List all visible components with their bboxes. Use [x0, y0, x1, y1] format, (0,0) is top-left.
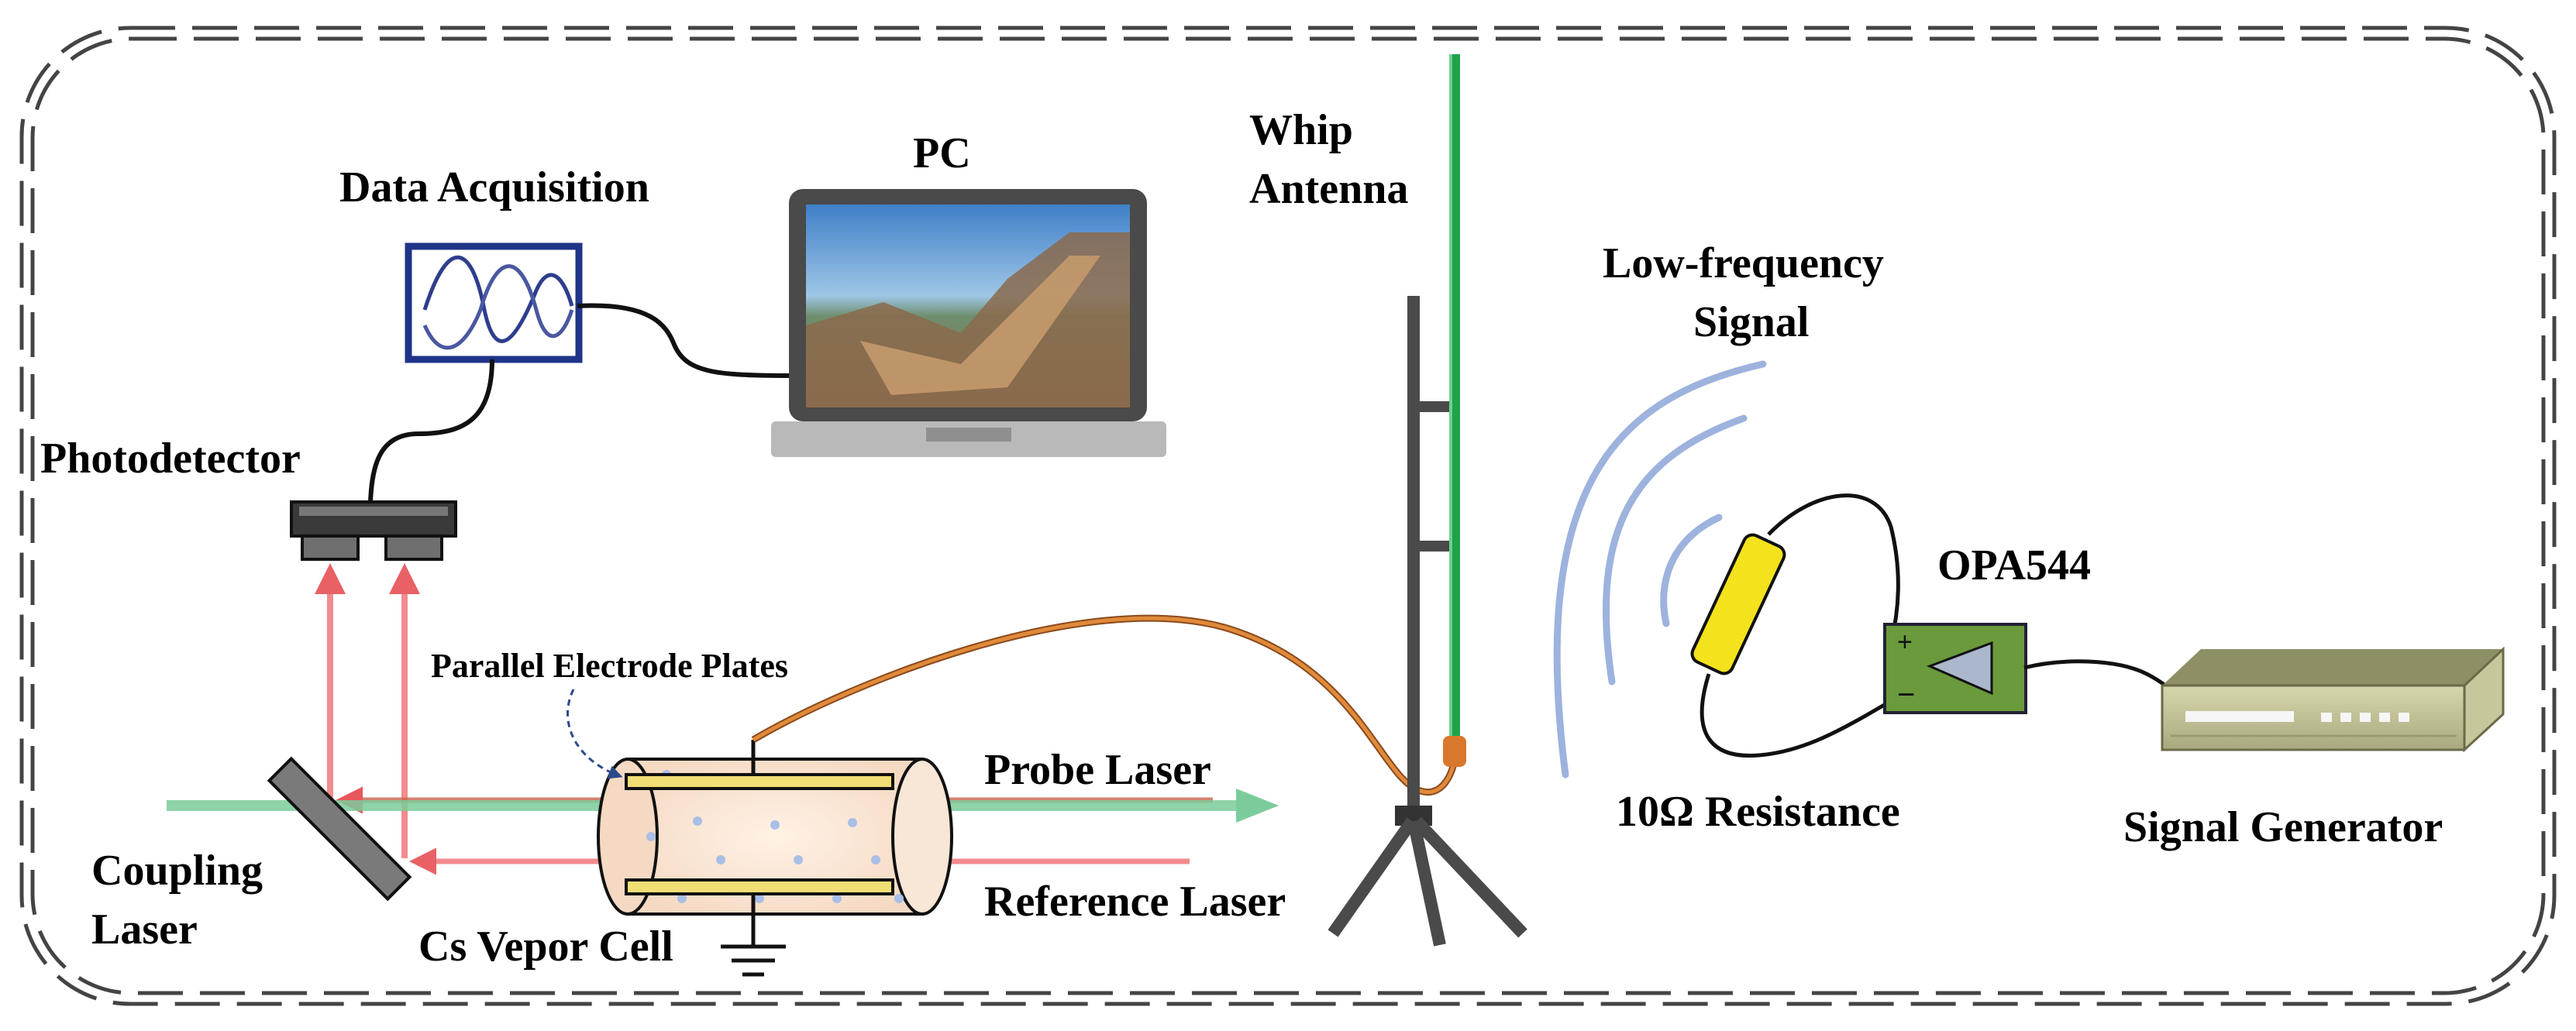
photodetector-label: Photodetector: [40, 435, 301, 483]
signal-waves: [1553, 360, 1767, 778]
opa544-label: OPA544: [1937, 541, 2092, 589]
probe-laser-label: Probe Laser: [984, 746, 1211, 794]
dashed-border: [19, 26, 2557, 1006]
resistor-wire-top: [1767, 493, 1900, 644]
svg-text:+: +: [1897, 627, 1913, 657]
low-frequency-label-line1: Low-frequency: [1603, 239, 1884, 287]
pc-label: PC: [913, 129, 971, 177]
whip-antenna-label-line2: Antenna: [1249, 165, 1409, 213]
whip-antenna-icon: [1443, 54, 1466, 767]
parallel-electrode-plates-label: Parallel Electrode Plates: [431, 647, 789, 685]
svg-text:−: −: [1897, 678, 1915, 712]
signal-generator-icon: [2161, 646, 2505, 753]
coupling-laser-label-line1: Coupling: [91, 847, 263, 895]
whip-antenna-label-line1: Whip: [1249, 106, 1353, 154]
resistance-label: 10Ω Resistance: [1616, 788, 1900, 836]
laptop-icon: [771, 189, 1166, 457]
reference-laser-label: Reference Laser: [984, 878, 1286, 926]
ground-icon: [721, 939, 786, 977]
op-amp-icon: + −: [1883, 623, 2027, 714]
mirror-icon: [267, 756, 412, 902]
resistor-icon: [1690, 533, 1786, 675]
electrode-pointer: [567, 689, 623, 779]
cs-vapor-cell-label: Cs Vepor Cell: [418, 923, 673, 971]
oscilloscope-icon: [405, 242, 583, 363]
daq-photodetector-cable: [368, 359, 494, 503]
coupling-laser-label-line2: Laser: [91, 906, 198, 954]
resistor-wire-bottom: [1700, 673, 1892, 758]
low-frequency-label-line2: Signal: [1693, 298, 1810, 346]
signal-generator-label: Signal Generator: [2123, 803, 2443, 851]
data-acquisition-label: Data Acquisition: [339, 163, 649, 211]
daq-pc-cable: [577, 303, 791, 378]
photodetector-icon: [290, 500, 457, 561]
tripod-icon: [1328, 296, 1527, 947]
vapor-cell-icon: [597, 740, 953, 939]
